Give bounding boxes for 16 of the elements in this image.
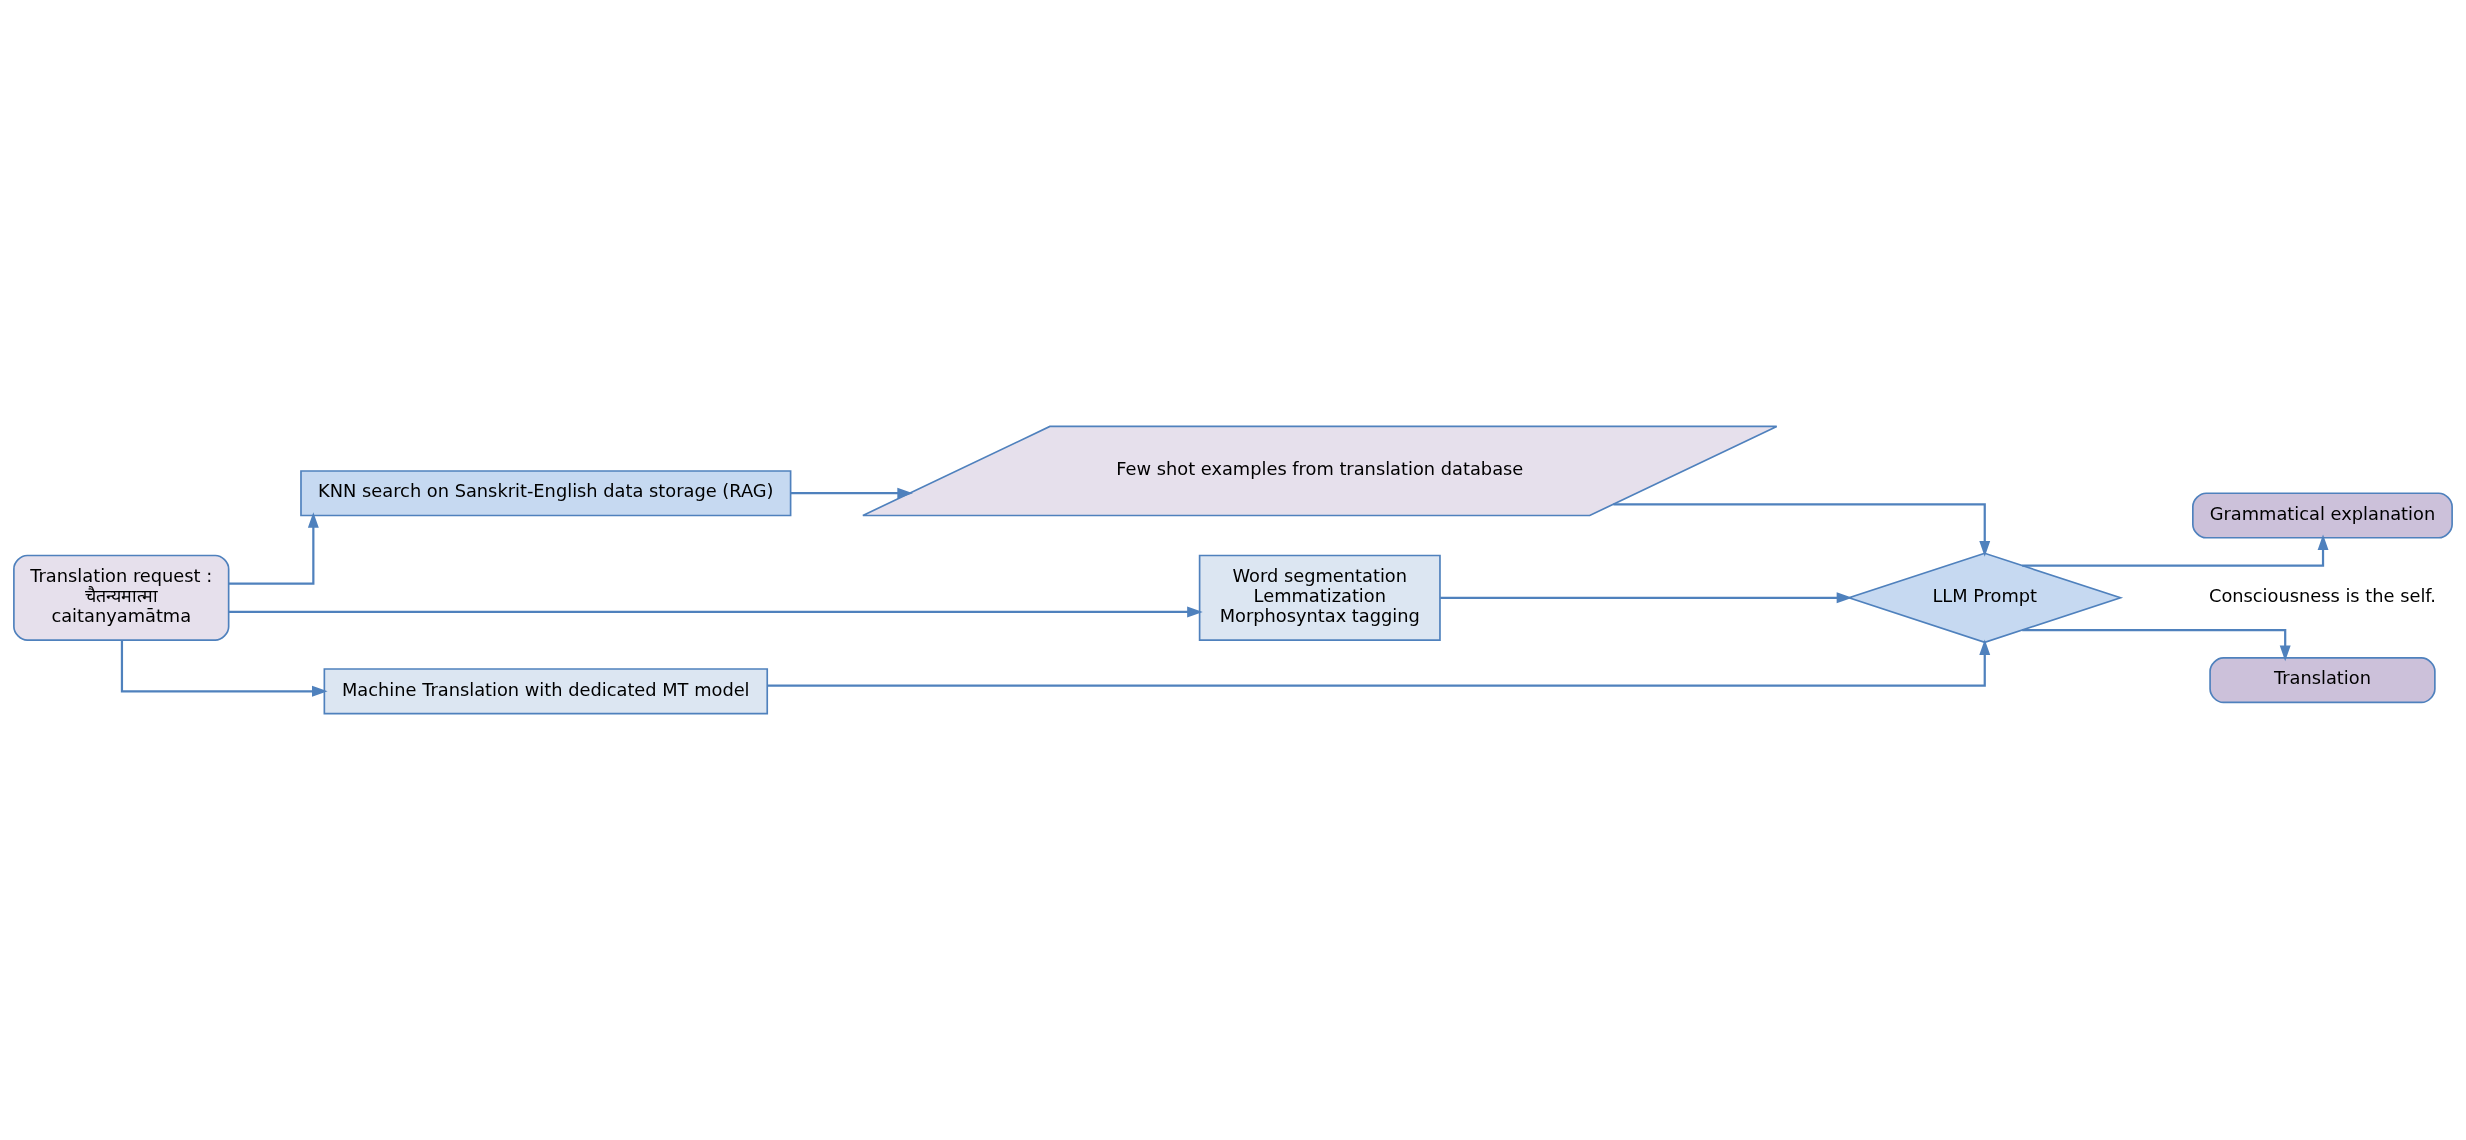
arrow	[2022, 628, 2291, 662]
node-box: Machine Translation with dedicated MT model	[323, 668, 769, 715]
label: Consciousness is the self.	[2208, 585, 2436, 607]
node-box: Word segmentation Lemmatization Morphosyntax tagging	[1198, 554, 1441, 641]
arrow	[2022, 534, 2329, 567]
arrow	[228, 606, 1203, 618]
arrow	[767, 639, 1991, 687]
node-box: KNN search on Sanskrit-English data storage (RAG)	[300, 470, 792, 517]
node-box: Translation request : चैतन्यमात्मा caitanyamātma	[13, 554, 230, 641]
node-box: Grammatical explanation	[2192, 492, 2453, 539]
node-box: Translation	[2209, 657, 2436, 704]
arrow	[120, 640, 328, 697]
arrow	[790, 487, 913, 499]
arrow	[228, 512, 319, 585]
arrow	[1613, 503, 1991, 557]
arrow	[1440, 592, 1853, 604]
